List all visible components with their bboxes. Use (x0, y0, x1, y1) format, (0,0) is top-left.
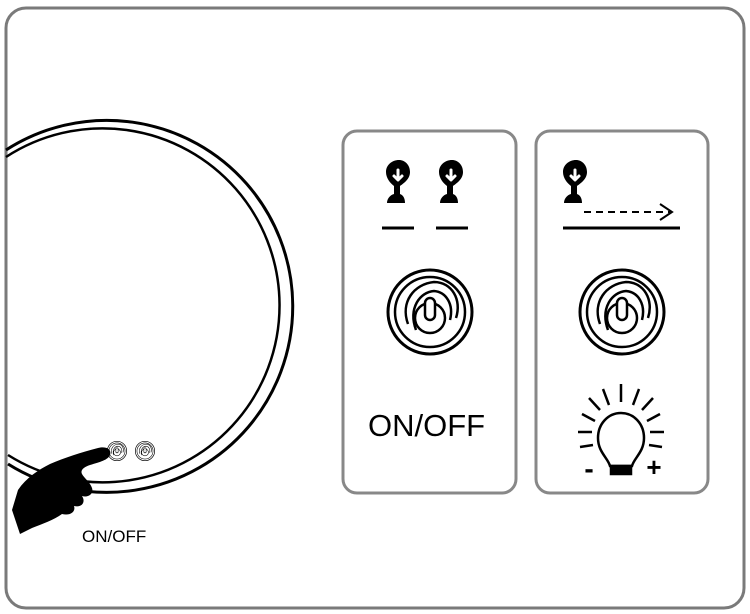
round-mirror (6, 120, 293, 492)
tap-hand-icon-2 (439, 160, 463, 203)
mirror-outer-ring (6, 120, 293, 492)
mirror-inner-ring (6, 128, 280, 482)
slide-hand-icon (563, 160, 587, 203)
panel-onoff-label: ON/OFF (368, 408, 485, 444)
mirror-onoff-label: ON/OFF (82, 527, 146, 547)
dimming-button-icon (580, 270, 664, 354)
dim-minus-symbol: - (584, 453, 593, 484)
mirror-dimming-button-icon (135, 441, 154, 460)
dim-plus-symbol: + (646, 452, 661, 482)
tap-hand-icon-1 (386, 160, 410, 203)
power-button-icon (388, 270, 472, 354)
arrow-right-icon (584, 204, 672, 220)
mirror-power-button-icon (107, 441, 126, 460)
